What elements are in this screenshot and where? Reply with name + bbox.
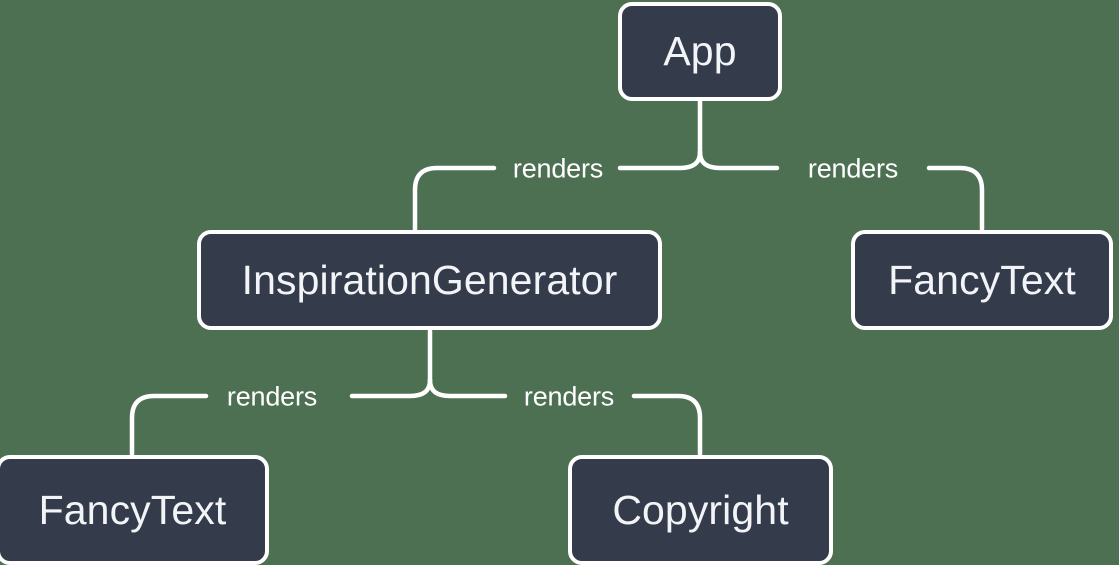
node-inspiration-generator[interactable]: InspirationGenerator <box>197 230 662 330</box>
node-fancytext-left-label: FancyText <box>38 486 227 533</box>
edge-label-app-inspiration: renders <box>512 153 604 184</box>
node-copyright-label: Copyright <box>612 486 789 533</box>
node-inspiration-generator-label: InspirationGenerator <box>241 256 618 303</box>
connector-app-to-fancytext-right <box>926 165 985 232</box>
node-app-label: App <box>663 28 737 74</box>
edge-label-app-fancytext-right: renders <box>807 153 899 184</box>
connector-junction-top-left <box>617 149 703 171</box>
connector-junction-bottom-right <box>427 377 508 399</box>
connector-inspiration-to-copyright <box>631 393 703 457</box>
node-fancytext-left[interactable]: FancyText <box>0 455 269 565</box>
connector-app-to-inspiration <box>412 165 497 232</box>
node-fancytext-right-label: FancyText <box>888 256 1076 303</box>
connector-junction-bottom-left <box>349 377 433 399</box>
connector-junction-top-right <box>697 149 780 171</box>
node-app[interactable]: App <box>618 2 782 101</box>
node-fancytext-right[interactable]: FancyText <box>851 230 1113 330</box>
node-copyright[interactable]: Copyright <box>568 455 833 565</box>
edge-label-inspiration-copyright: renders <box>523 381 615 412</box>
connector-inspiration-to-fancytext-left <box>129 393 209 457</box>
edge-label-inspiration-fancytext-left: renders <box>226 381 318 412</box>
